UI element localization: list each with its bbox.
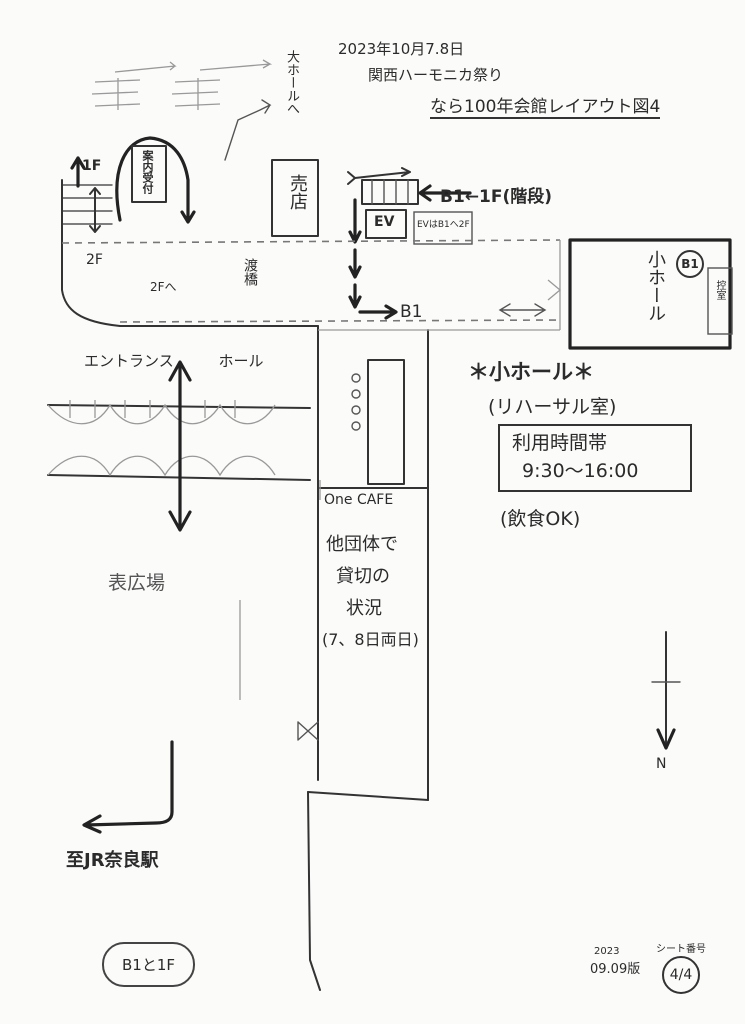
- to-2f-label: 2Fへ: [150, 280, 177, 294]
- shop-box: [271, 159, 319, 237]
- cafe-line-4: (7、8日両日): [322, 630, 419, 649]
- large-hall-label: 大ホールへ: [284, 50, 299, 115]
- front-plaza-label: 表広場: [108, 572, 166, 594]
- ev-box: [365, 209, 407, 239]
- small-hall-label: 小ホール: [645, 250, 666, 322]
- cafe-name: One CAFE: [324, 492, 394, 508]
- to-station-label: 至JR奈良駅: [66, 850, 159, 871]
- corridor-outline: [61, 179, 319, 327]
- station-route: [82, 740, 174, 834]
- footer-year: 2023: [594, 946, 620, 957]
- b1-label: B1: [400, 302, 423, 322]
- info-desk-walkway: [115, 136, 196, 224]
- ev-label: EV: [374, 214, 395, 230]
- event-name: 関西ハーモニカ祭り: [368, 66, 504, 84]
- info-desk-box: [131, 145, 167, 203]
- large-hall-arrow: [224, 99, 272, 161]
- usage-time-box: [498, 424, 692, 492]
- footer-sheet-label: シート番号: [656, 944, 706, 955]
- shop-label: 売店: [287, 174, 308, 210]
- north-arrow: [651, 631, 681, 750]
- control-room-box: [707, 267, 733, 335]
- cafe-side-box: [367, 359, 405, 485]
- small-hall-badge: B1: [676, 250, 704, 278]
- rehearsal-room-note: (リハーサル室): [488, 396, 617, 418]
- control-room-label: 控室: [714, 280, 725, 300]
- b1-stairs-label: B1←1F(階段): [440, 187, 553, 207]
- stairs-1f-2f: [61, 156, 113, 233]
- floor-1f-label: 1F: [82, 158, 102, 174]
- pillar-circles: [351, 373, 361, 431]
- food-ok-note: (飲食OK): [500, 508, 581, 530]
- upper-stair-marks: [91, 59, 273, 110]
- page-title: なら100年会館レイアウト図4: [430, 92, 661, 119]
- bridge-label: 渡橋: [242, 258, 258, 286]
- small-hall-note-heading: ＊小ホール＊: [468, 360, 594, 384]
- info-desk-label: 案内受付: [141, 150, 154, 194]
- stair-grid: [361, 179, 419, 205]
- north-label: N: [656, 756, 667, 772]
- b1-route: [348, 198, 362, 309]
- entrance-hall-label: エントランス ホール: [84, 352, 264, 370]
- event-date: 2023年10月7.8日: [338, 40, 465, 58]
- cafe-line-1: 他団体で: [326, 534, 398, 555]
- footer-page-number: 4/4: [662, 956, 700, 994]
- cafe-line-2: 貸切の: [336, 566, 390, 587]
- floor-2f-label: 2F: [86, 252, 103, 268]
- entrance-arrow: [168, 360, 192, 532]
- ev-note-label: EVはB1へ2F: [417, 220, 470, 230]
- small-hall-box: [568, 238, 732, 350]
- footer-revision: 09.09版: [590, 962, 641, 977]
- floor-badge: B1と1F: [102, 942, 196, 987]
- entrance-doors: [47, 400, 276, 477]
- usage-time-value: 9:30〜16:00: [522, 460, 639, 482]
- ev-note-box: [413, 211, 473, 245]
- cafe-line-3: 状況: [346, 598, 382, 619]
- usage-time-label: 利用時間帯: [512, 432, 608, 454]
